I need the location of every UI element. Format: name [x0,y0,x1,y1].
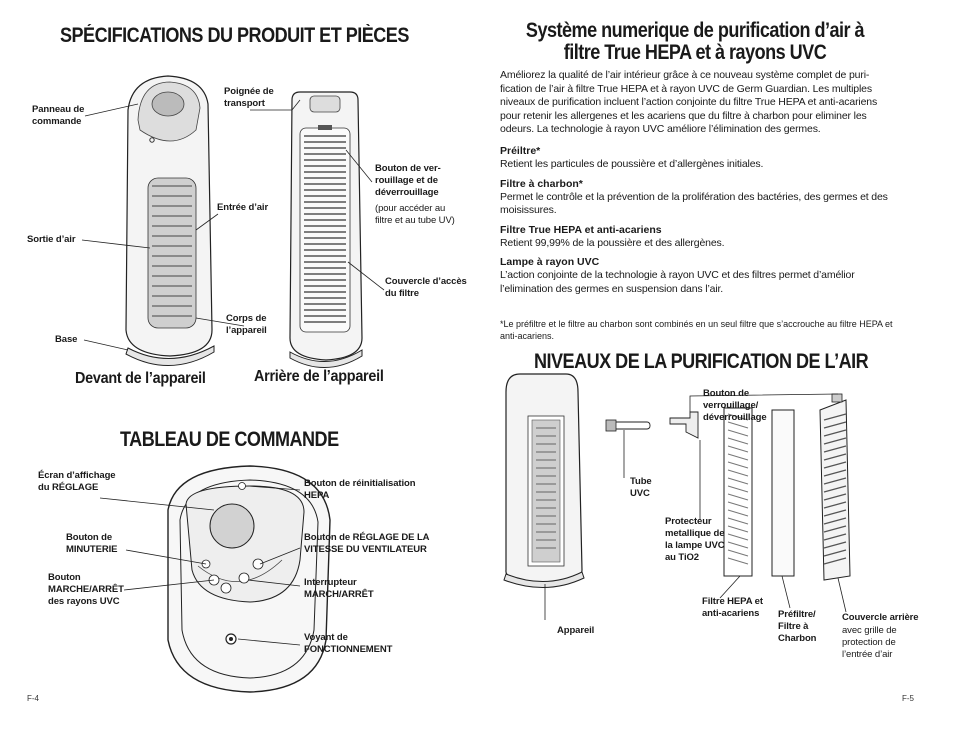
purification-items: Préiltre* Retient les particules de pous… [500,145,910,296]
item-text: Permet le contrôle et la prévention de l… [500,190,888,217]
label-protecteur: Protecteur metallique de la lampe UVC au… [665,516,725,563]
label-appareil: Appareil [557,625,595,636]
page-number-right: F-5 [902,694,914,703]
item-heading: Filtre True HEPA et anti-acariens [500,223,662,236]
intro-text: Améliorez la qualité de l’air intérieur … [500,69,878,135]
label-interrupteur: Interrupteur MARCH/ARRÊT [304,577,374,600]
control-panel-illustration [167,465,331,693]
footnote: *Le préfiltre et le filtre au charbon so… [500,319,893,341]
label-couvercle-arriere-note: avec grille de protection de l’entrée d’… [842,625,897,660]
item-text: Retient les particules de poussière et d… [500,158,764,170]
back-caption: Arrière de l’appareil [254,368,384,385]
label-filtre-hepa: Filtre HEPA et anti-acariens [702,596,763,619]
label-base: Base [55,334,78,345]
label-voyant: Voyant de FONCTIONNEMENT [304,632,393,655]
item-uvc: Lampe à rayon UVC L’action conjointe de … [500,256,910,296]
label-bouton-verrou-note: (pour accéder au filtre et au tube UV) [375,203,455,226]
label-panneau: Panneau de commande [32,104,85,127]
item-text: L’action conjointe de la technologie à r… [500,269,855,295]
front-caption: Devant de l’appareil [75,370,206,387]
item-text: Retient 99,99% de la poussière et des al… [500,236,725,249]
item-heading: Filtre à charbon* [500,177,583,190]
label-sortie: Sortie d’air [27,234,76,245]
label-uvc: Bouton MARCHE/ARRÊT des rayons UVC [48,572,124,607]
label-corps: Corps de l’appareil [226,313,267,336]
label-verrou: Bouton de verrouillage/ déverrouillage [703,388,767,423]
label-reinit: Bouton de réinitialisation HEPA [304,478,416,501]
levels-title: NIVEAUX DE LA PURIFICATION DE L’AIR [534,350,869,373]
system-title-line1: Système numerique de purification d’air … [525,19,865,42]
system-title: Système numerique de purification d’air … [510,20,880,64]
label-couvercle: Couvercle d’accès du filtre [385,276,467,299]
label-couvercle-arriere: Couvercle arrière [842,612,919,623]
label-prefiltre: Préfiltre/ Filtre à Charbon [778,609,817,644]
page-number-left: F-4 [27,694,39,703]
panel-title: TABLEAU DE COMMANDE [120,428,339,451]
system-title-line2: filtre True HEPA et à rayons UVC [563,41,827,64]
exploded-view-illustration [503,373,851,588]
specs-title: SPÉCIFICATIONS DU PRODUIT ET PIÈCES [60,24,409,47]
label-entree: Entrée d’air [217,202,269,213]
label-poignee: Poignée de transport [224,86,274,109]
item-heading: Lampe à rayon UVC [500,256,600,268]
label-bouton-verrou: Bouton de ver- rouillage et de déverroui… [375,163,441,198]
item-hepa: Filtre True HEPA et anti-acariens Retien… [500,224,910,251]
label-ecran: Écran d’affichage du RÉGLAGE [38,470,116,493]
back-unit-illustration [289,91,363,368]
label-tube: Tube UVC [630,476,652,499]
label-vitesse: Bouton de RÉGLAGE DE LA VITESSE DU VENTI… [304,532,430,555]
item-charbon: Filtre à charbon* Permet le contrôle et … [500,178,910,218]
item-prefiltre: Préiltre* Retient les particules de pous… [500,145,910,172]
label-minuterie: Bouton de MINUTERIE [66,532,118,555]
item-heading: Préiltre* [500,145,541,157]
front-unit-illustration [125,75,215,366]
